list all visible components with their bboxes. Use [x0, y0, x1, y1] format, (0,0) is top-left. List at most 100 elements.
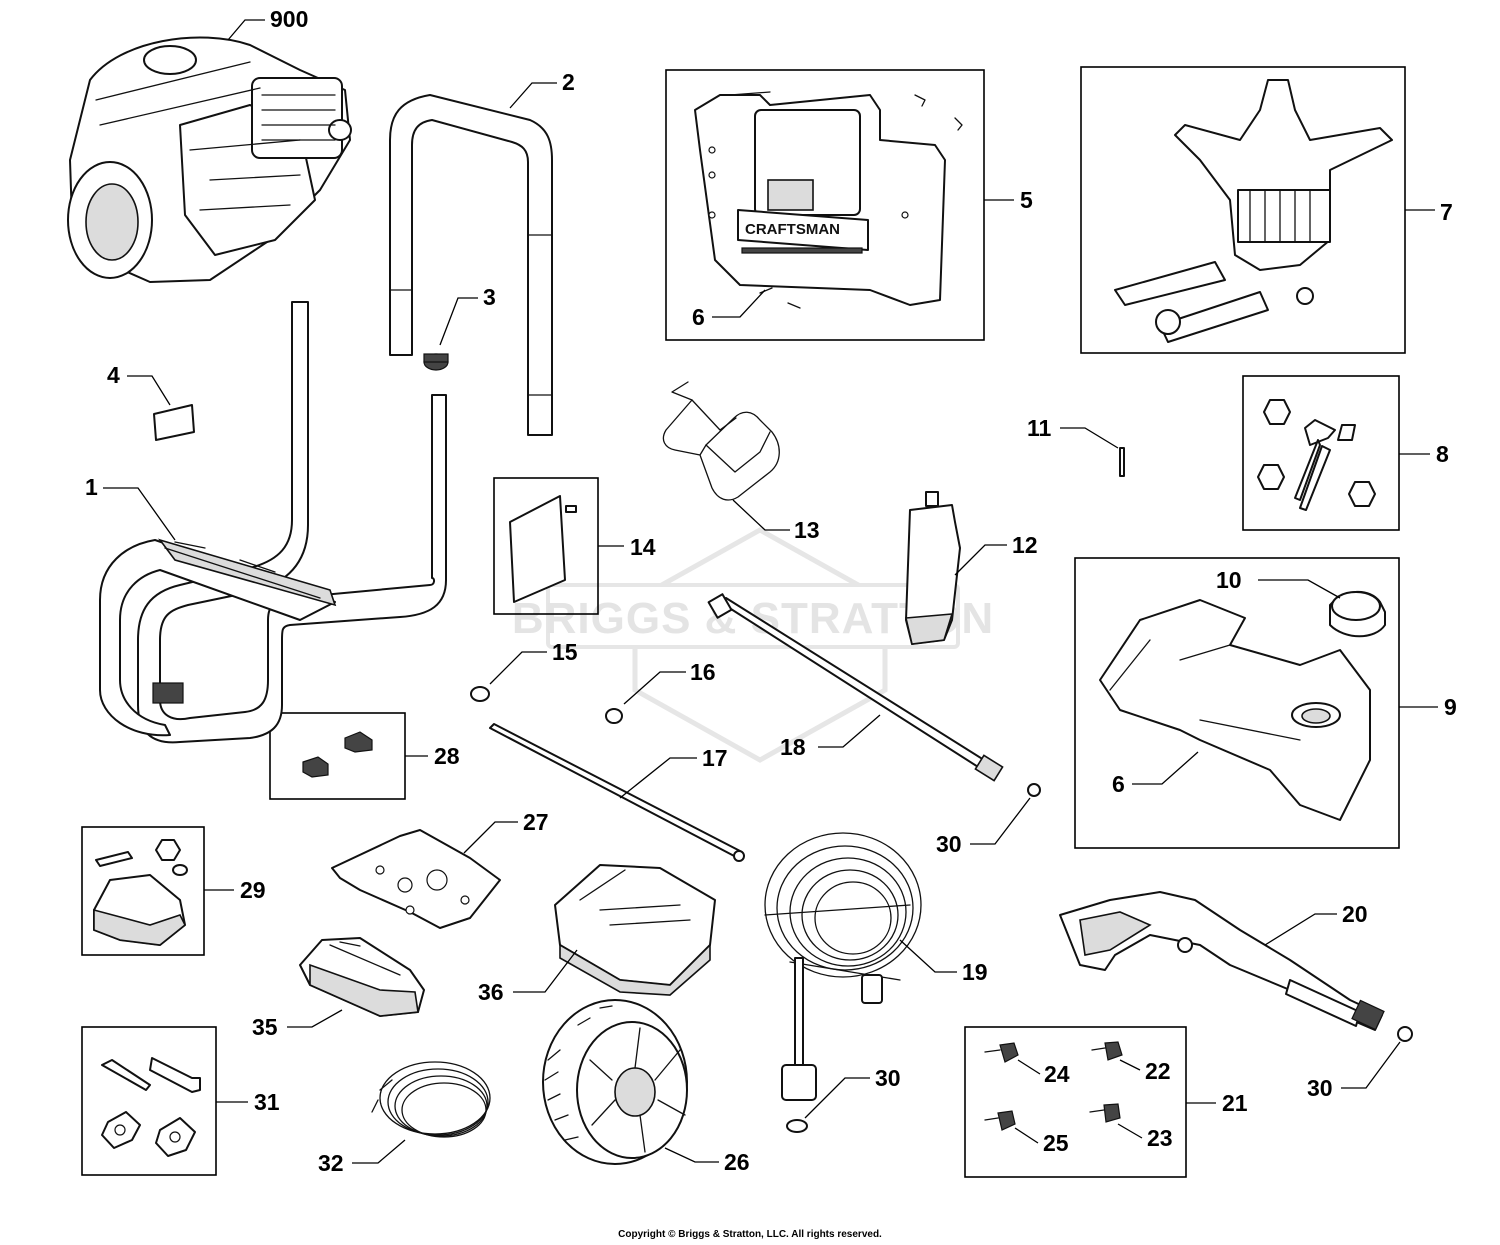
- leader-11: [1060, 427, 1119, 449]
- callout-6b: 6: [1112, 771, 1125, 797]
- callout-6a: 6: [692, 304, 705, 330]
- leader-23: [1117, 1123, 1143, 1139]
- leader-6b: [1132, 751, 1199, 785]
- pin-part: [1119, 447, 1125, 477]
- tube-part: [489, 723, 745, 862]
- o-ring-16-part: [605, 708, 623, 724]
- fuel-tank-part: [1099, 599, 1371, 821]
- leader-4: [127, 375, 171, 406]
- leader-6a: [712, 289, 766, 318]
- callout-31: 31: [254, 1089, 280, 1115]
- o-ring-30c-part: [1397, 1026, 1413, 1042]
- callout-36: 36: [478, 979, 504, 1005]
- callout-1: 1: [85, 474, 98, 500]
- leader-26: [664, 1147, 719, 1163]
- fuel-cap-part: [1329, 590, 1386, 638]
- wheel-part: [542, 999, 688, 1165]
- siphon-hose-part: [371, 1061, 491, 1138]
- group-box-8: [1242, 375, 1400, 531]
- callout-8: 8: [1436, 441, 1449, 467]
- battery-part: [299, 937, 425, 1017]
- leader-32: [352, 1139, 406, 1164]
- mount-plate-part: [331, 829, 501, 929]
- label-part: [153, 404, 195, 441]
- foot-kit-part: [93, 839, 188, 946]
- callout-5: 5: [1020, 187, 1033, 213]
- hardware-kit-part: [101, 1057, 201, 1157]
- leader-22: [1119, 1059, 1141, 1071]
- o-ring-15-part: [470, 686, 490, 702]
- callout-22: 22: [1145, 1058, 1171, 1084]
- leader-15: [489, 651, 547, 685]
- callout-32: 32: [318, 1150, 344, 1176]
- hose-hook-part: [662, 381, 780, 501]
- control-panel-part: CRAFTSMAN: [694, 91, 963, 309]
- leader-16: [623, 671, 686, 705]
- soap-bottle-part: [905, 491, 961, 645]
- callout-18: 18: [780, 734, 806, 760]
- callout-11: 11: [1027, 415, 1052, 441]
- callout-24: 24: [1044, 1061, 1070, 1087]
- leader-10: [1258, 579, 1341, 599]
- callout-13: 13: [794, 517, 820, 543]
- group-box-9: [1074, 557, 1400, 849]
- callout-17: 17: [702, 745, 728, 771]
- callout-12: 12: [1012, 532, 1038, 558]
- leader-30c: [1341, 1041, 1401, 1089]
- callout-16: 16: [690, 659, 716, 685]
- callout-7: 7: [1440, 199, 1453, 225]
- callout-900: 900: [270, 6, 308, 32]
- leader-2: [509, 82, 557, 109]
- screws-kit-part: [984, 1041, 1123, 1131]
- callout-29: 29: [240, 877, 266, 903]
- callout-2: 2: [562, 69, 575, 95]
- callout-27: 27: [523, 809, 549, 835]
- leader-20: [1264, 913, 1337, 946]
- craftsman-label: CRAFTSMAN: [745, 221, 840, 238]
- leader-27: [463, 821, 518, 854]
- hose-part: [764, 832, 922, 1101]
- leader-24: [1017, 1059, 1041, 1075]
- callout-9: 9: [1444, 694, 1457, 720]
- callout-10: 10: [1216, 567, 1242, 593]
- callout-28: 28: [434, 743, 460, 769]
- callout-19: 19: [962, 959, 988, 985]
- callout-14: 14: [630, 534, 656, 560]
- leader-12: [954, 544, 1007, 576]
- spray-gun-part: [1059, 891, 1385, 1031]
- leader-900: [227, 19, 265, 41]
- callout-30b: 30: [875, 1065, 901, 1091]
- callout-35: 35: [252, 1014, 278, 1040]
- leader-36: [513, 949, 578, 993]
- leader-3: [439, 297, 478, 346]
- callout-15: 15: [552, 639, 578, 665]
- o-ring-30a-part: [1027, 783, 1041, 797]
- group-box-31: [81, 1026, 217, 1176]
- leader-25: [1014, 1127, 1039, 1144]
- copyright-notice: Copyright © Briggs & Stratton, LLC. All …: [618, 1229, 882, 1240]
- leader-19: [899, 939, 957, 973]
- bolt-kit-part: [1257, 399, 1376, 511]
- handle-part: [389, 94, 553, 436]
- callout-3: 3: [483, 284, 496, 310]
- frame-part: [99, 301, 447, 744]
- callout-26: 26: [724, 1149, 750, 1175]
- spray-wand-part: [707, 593, 1004, 782]
- cap-part: [423, 353, 449, 371]
- leader-18: [818, 714, 881, 748]
- charger-part: [554, 864, 716, 996]
- leader-30b: [804, 1077, 870, 1119]
- callout-25: 25: [1043, 1130, 1069, 1156]
- callout-4: 4: [107, 362, 120, 388]
- callout-21: 21: [1222, 1090, 1248, 1116]
- callout-30a: 30: [936, 831, 962, 857]
- pump-part: [1114, 79, 1393, 343]
- leader-1: [103, 487, 176, 541]
- callout-20: 20: [1342, 901, 1368, 927]
- clips-part: [302, 731, 373, 778]
- group-box-29: [81, 826, 205, 956]
- engine-part: [67, 36, 352, 283]
- access-plate-part: [509, 495, 577, 603]
- leader-13: [732, 499, 790, 531]
